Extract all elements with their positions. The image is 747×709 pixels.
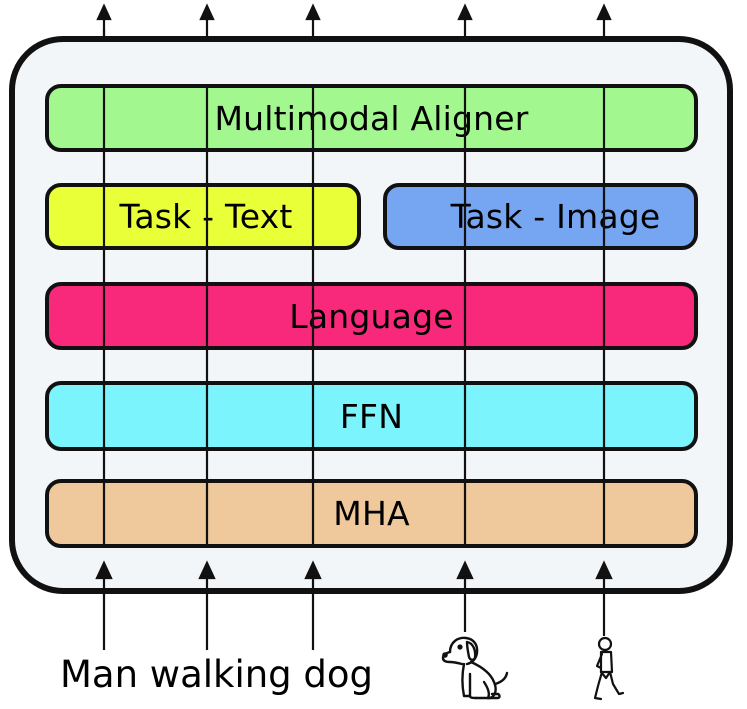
output-arrow-head xyxy=(96,3,112,21)
task-text-layer: Task - Text xyxy=(45,183,361,250)
walking-person-icon xyxy=(593,636,625,701)
input-text-caption: Man walking dog xyxy=(60,653,374,696)
ffn-layer: FFN xyxy=(45,381,698,451)
output-arrow-head xyxy=(199,3,215,21)
task-image-label: Task - Image xyxy=(450,197,661,236)
task-text-label: Task - Text xyxy=(119,197,293,236)
dog-icon xyxy=(441,636,509,700)
task-image-layer: Task - Image xyxy=(383,183,698,250)
multimodal-aligner-layer: Multimodal Aligner xyxy=(45,84,698,152)
ffn-label: FFN xyxy=(339,396,404,436)
language-label: Language xyxy=(289,296,454,336)
language-layer: Language xyxy=(45,282,698,350)
mha-label: MHA xyxy=(333,494,410,533)
output-arrow-head xyxy=(457,3,473,21)
output-arrow-head xyxy=(596,3,612,21)
mha-layer: MHA xyxy=(45,479,698,548)
multimodal-aligner-label: Multimodal Aligner xyxy=(214,98,529,138)
output-arrow-head xyxy=(305,3,321,21)
